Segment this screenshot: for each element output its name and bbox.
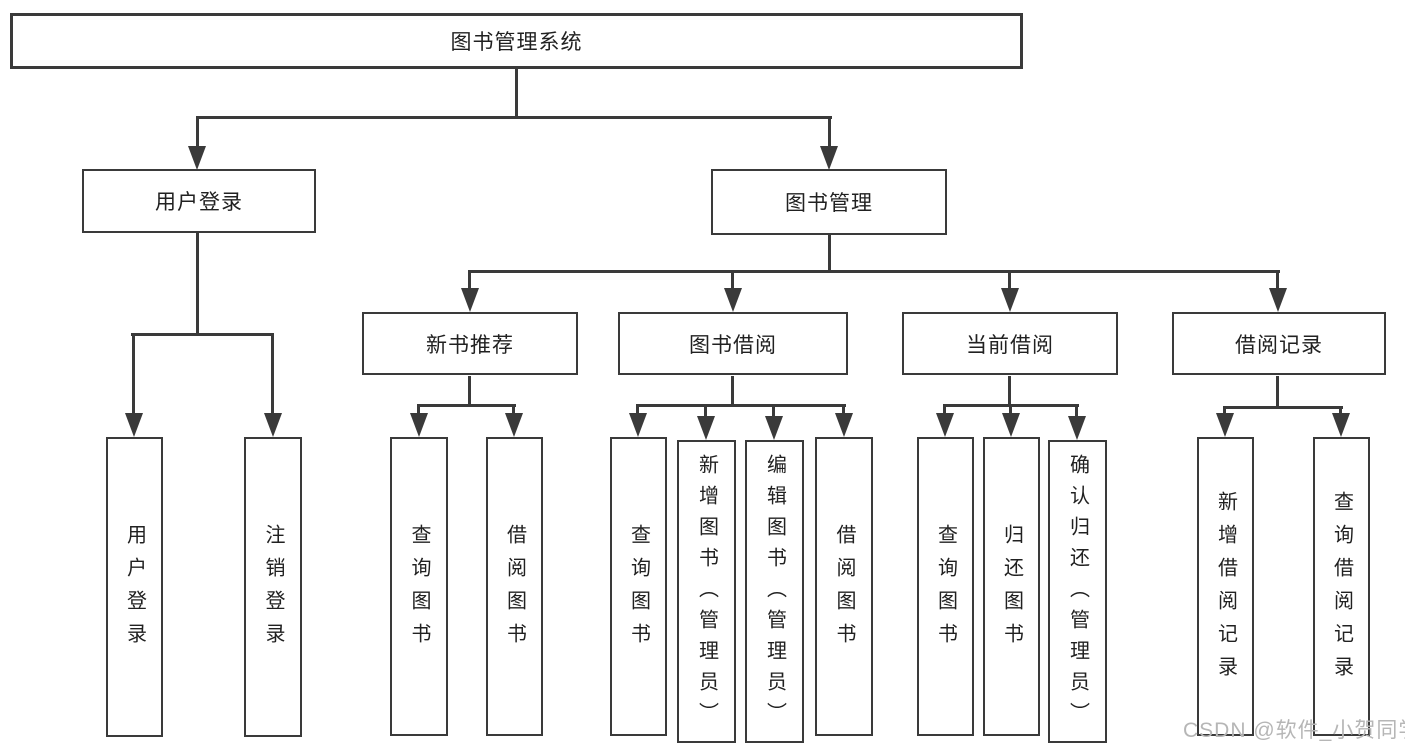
connector-line xyxy=(731,270,734,294)
connector-line xyxy=(1008,376,1011,407)
arrow-down-icon xyxy=(1332,413,1350,437)
leaf-query-borrow-record: 查询借阅记录 xyxy=(1313,437,1370,736)
connector-line xyxy=(772,404,775,420)
connector-line xyxy=(271,333,274,417)
arrow-down-icon xyxy=(1216,413,1234,437)
node-new-book-recommend: 新书推荐 xyxy=(362,312,578,375)
leaf-add-book-admin: 新增图书（管理员） xyxy=(677,440,736,743)
node-borrow-record: 借阅记录 xyxy=(1172,312,1386,375)
connector-line xyxy=(1276,270,1279,294)
node-book-management: 图书管理 xyxy=(711,169,947,235)
arrow-down-icon xyxy=(629,413,647,437)
arrow-down-icon xyxy=(188,146,206,170)
connector-line xyxy=(512,404,515,417)
node-current-borrow: 当前借阅 xyxy=(902,312,1118,375)
connector-line xyxy=(1223,406,1343,409)
connector-line xyxy=(196,116,199,152)
connector-line xyxy=(636,404,846,407)
connector-line xyxy=(515,69,518,118)
connector-line xyxy=(828,234,831,273)
leaf-edit-book-admin: 编辑图书（管理员） xyxy=(745,440,804,743)
connector-line xyxy=(828,116,831,152)
arrow-down-icon xyxy=(765,416,783,440)
connector-line xyxy=(1276,376,1279,409)
leaf-borrow-book: 借阅图书 xyxy=(815,437,873,736)
leaf-recommend-query-book: 查询图书 xyxy=(390,437,448,736)
connector-line xyxy=(417,404,516,407)
connector-line xyxy=(1008,270,1011,294)
leaf-logout: 注销登录 xyxy=(244,437,302,737)
leaf-confirm-return-admin: 确认归还（管理员） xyxy=(1048,440,1107,743)
leaf-user-login: 用户登录 xyxy=(106,437,163,737)
arrow-down-icon xyxy=(410,413,428,437)
leaf-current-query-book: 查询图书 xyxy=(917,437,974,736)
connector-line xyxy=(132,333,135,417)
leaf-add-borrow-record: 新增借阅记录 xyxy=(1197,437,1254,736)
connector-line xyxy=(468,376,471,407)
arrow-down-icon xyxy=(264,413,282,437)
connector-line xyxy=(943,404,946,417)
node-book-borrow: 图书借阅 xyxy=(618,312,848,375)
connector-line xyxy=(842,404,845,417)
connector-line xyxy=(196,232,199,336)
arrow-down-icon xyxy=(936,413,954,437)
node-library-system: 图书管理系统 xyxy=(10,13,1023,69)
arrow-down-icon xyxy=(1068,416,1086,440)
arrow-down-icon xyxy=(505,413,523,437)
connector-line xyxy=(417,404,420,417)
connector-line xyxy=(1075,404,1078,420)
connector-line xyxy=(636,404,639,417)
arrow-down-icon xyxy=(1001,288,1019,312)
connector-line xyxy=(704,404,707,420)
connector-line xyxy=(1339,406,1342,417)
arrow-down-icon xyxy=(125,413,143,437)
arrow-down-icon xyxy=(835,413,853,437)
connector-line xyxy=(731,376,734,407)
connector-line xyxy=(1009,404,1012,417)
watermark: CSDN @软件_小贺同学 xyxy=(1183,719,1405,742)
arrow-down-icon xyxy=(820,146,838,170)
leaf-return-book: 归还图书 xyxy=(983,437,1040,736)
leaf-borrow-query-book: 查询图书 xyxy=(610,437,667,736)
node-user-login: 用户登录 xyxy=(82,169,316,233)
arrow-down-icon xyxy=(1269,288,1287,312)
connector-line xyxy=(196,116,832,119)
arrow-down-icon xyxy=(724,288,742,312)
arrow-down-icon xyxy=(1002,413,1020,437)
arrow-down-icon xyxy=(697,416,715,440)
leaf-recommend-borrow-book: 借阅图书 xyxy=(486,437,543,736)
connector-line xyxy=(1223,406,1226,417)
connector-line xyxy=(468,270,1280,273)
connector-line xyxy=(468,270,471,294)
connector-line xyxy=(131,333,274,336)
arrow-down-icon xyxy=(461,288,479,312)
